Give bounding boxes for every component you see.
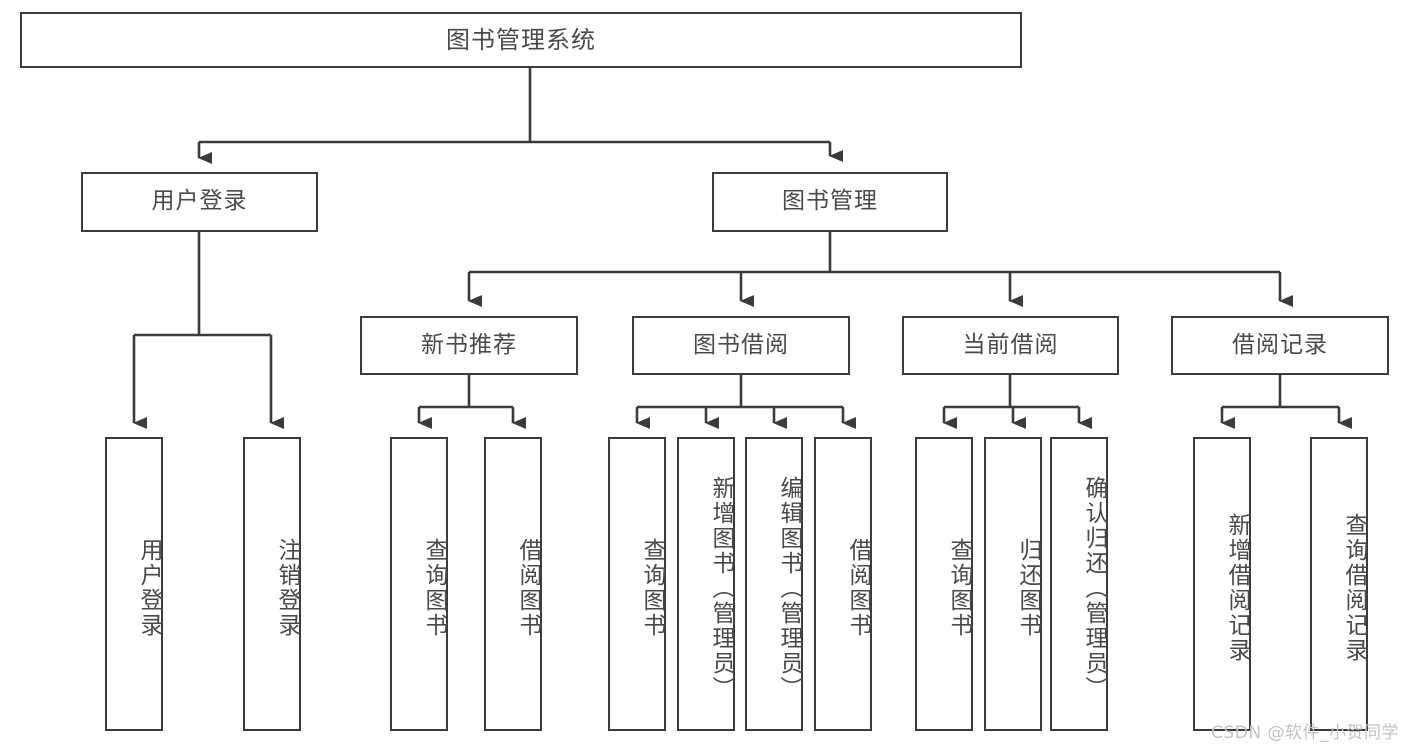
node-label: 借阅图书 — [845, 538, 871, 638]
node-leaf-add-book-admin[interactable]: 新增图书（管理员） — [677, 437, 735, 731]
node-label: 图书管理 — [782, 188, 878, 215]
node-label: 新增借阅记录 — [1224, 513, 1250, 663]
node-book-management[interactable]: 图书管理 — [712, 172, 948, 232]
node-label: 图书借阅 — [693, 331, 789, 358]
node-current-borrow[interactable]: 当前借阅 — [902, 316, 1119, 375]
node-leaf-query-borrow-record[interactable]: 查询借阅记录 — [1310, 437, 1368, 731]
node-new-book-recommend[interactable]: 新书推荐 — [360, 316, 578, 375]
node-label: 当前借阅 — [962, 331, 1059, 358]
node-book-borrow[interactable]: 图书借阅 — [632, 316, 850, 375]
node-leaf-query-book-borrow[interactable]: 查询图书 — [608, 437, 666, 731]
node-leaf-borrow-book[interactable]: 借阅图书 — [814, 437, 872, 731]
node-label: 编辑图书（管理员） — [776, 475, 802, 701]
node-label: 查询图书 — [639, 538, 665, 638]
node-leaf-return-book[interactable]: 归还图书 — [984, 437, 1042, 731]
node-label: 查询借阅记录 — [1341, 513, 1367, 663]
node-leaf-borrow-book-recommend[interactable]: 借阅图书 — [484, 437, 542, 731]
node-label: 用户登录 — [136, 538, 162, 638]
node-label: 用户登录 — [151, 188, 248, 215]
node-borrow-record[interactable]: 借阅记录 — [1171, 316, 1389, 375]
node-label: 注销登录 — [274, 538, 300, 638]
node-label: 归还图书 — [1015, 538, 1041, 638]
node-root-book-management-system[interactable]: 图书管理系统 — [20, 12, 1022, 68]
node-leaf-confirm-return-admin[interactable]: 确认归还（管理员） — [1050, 437, 1108, 731]
node-label: 新增图书（管理员） — [708, 475, 734, 701]
node-label: 借阅图书 — [515, 538, 541, 638]
node-label: 确认归还（管理员） — [1081, 475, 1107, 701]
node-label: 查询图书 — [946, 538, 972, 638]
node-label: 借阅记录 — [1232, 331, 1328, 358]
node-label: 查询图书 — [421, 538, 447, 638]
node-leaf-edit-book-admin[interactable]: 编辑图书（管理员） — [745, 437, 803, 731]
node-leaf-logout[interactable]: 注销登录 — [243, 437, 301, 731]
watermark-text: CSDN @软件_小贺同学 — [1211, 723, 1399, 743]
node-user-login[interactable]: 用户登录 — [81, 172, 318, 232]
node-leaf-add-borrow-record[interactable]: 新增借阅记录 — [1193, 437, 1251, 731]
node-label: 新书推荐 — [421, 331, 517, 358]
node-leaf-user-login[interactable]: 用户登录 — [105, 437, 163, 731]
node-label: 图书管理系统 — [446, 25, 596, 54]
node-leaf-query-book-recommend[interactable]: 查询图书 — [390, 437, 448, 731]
node-leaf-query-book-current[interactable]: 查询图书 — [915, 437, 973, 731]
